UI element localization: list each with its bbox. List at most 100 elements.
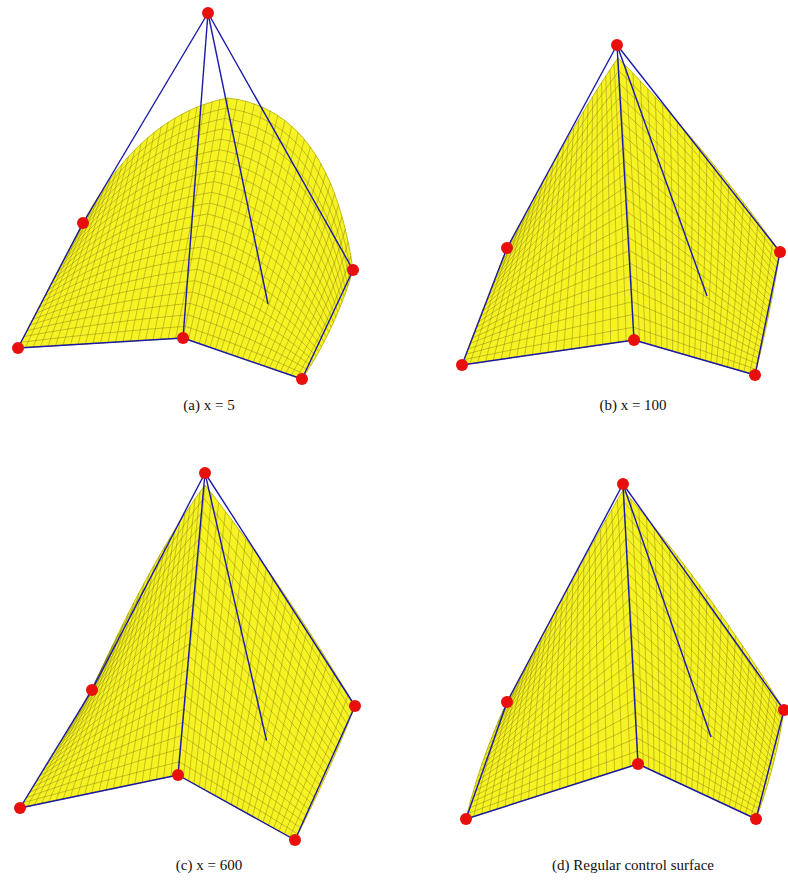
iso-line — [228, 98, 353, 270]
iso-line — [662, 536, 665, 776]
iso-line — [489, 586, 629, 744]
iso-line — [128, 538, 170, 785]
iso-line — [540, 145, 563, 353]
control-polygon-edge — [617, 45, 634, 340]
iso-line — [205, 485, 355, 706]
control-polygon-edge — [18, 338, 183, 348]
iso-line — [692, 585, 700, 789]
iso-line — [187, 683, 316, 799]
iso-line — [583, 559, 585, 781]
control-polygon-edge — [462, 248, 507, 365]
iso-line — [733, 212, 751, 368]
control-polygon-edge — [205, 473, 355, 706]
iso-line — [252, 618, 300, 816]
iso-line — [623, 135, 774, 286]
iso-line — [634, 340, 755, 375]
control-point — [77, 217, 89, 229]
iso-line — [193, 617, 329, 768]
iso-line — [724, 646, 743, 804]
iso-line — [624, 502, 783, 715]
iso-line — [470, 237, 513, 364]
iso-line — [63, 604, 195, 739]
iso-line — [472, 712, 636, 797]
iso-line — [223, 129, 348, 286]
iso-line — [498, 538, 627, 723]
control-point — [86, 684, 98, 696]
iso-line — [702, 605, 714, 794]
iso-line — [56, 630, 192, 750]
iso-line — [247, 608, 293, 813]
iso-line — [20, 690, 92, 808]
surface-patch — [462, 58, 634, 365]
control-nets — [12, 7, 788, 846]
iso-line — [302, 270, 353, 379]
surfaces — [18, 58, 784, 840]
iso-line — [571, 112, 583, 349]
iso-line — [751, 699, 778, 816]
iso-line — [237, 139, 304, 356]
control-point — [177, 332, 189, 344]
iso-line — [625, 526, 781, 725]
iso-line — [495, 135, 624, 279]
iso-line — [706, 165, 715, 360]
control-polygon-edge — [178, 473, 205, 775]
iso-line — [575, 569, 578, 784]
surface-patch — [623, 490, 784, 819]
iso-line — [89, 498, 204, 695]
iso-line — [626, 187, 770, 309]
iso-line — [669, 546, 671, 779]
iso-line — [595, 90, 597, 346]
control-polygon-edge — [462, 340, 634, 365]
control-polygon-edge — [466, 764, 638, 819]
iso-line — [626, 538, 781, 730]
iso-line — [53, 203, 210, 279]
iso-line — [63, 623, 123, 799]
iso-line — [631, 611, 775, 760]
iso-line — [284, 683, 341, 834]
iso-line — [48, 187, 105, 346]
iso-line — [63, 171, 116, 345]
iso-line — [80, 108, 226, 228]
iso-line — [483, 624, 631, 761]
iso-line — [728, 203, 744, 367]
iso-line — [606, 76, 611, 343]
iso-line — [210, 111, 270, 347]
iso-line — [188, 315, 308, 370]
iso-line — [149, 514, 185, 781]
iso-line — [627, 200, 769, 315]
iso-line — [295, 706, 355, 840]
surface-patch — [178, 485, 355, 840]
iso-line — [633, 661, 769, 779]
iso-line — [544, 608, 557, 794]
iso-line — [501, 97, 621, 264]
iso-line — [717, 184, 729, 364]
iso-line — [232, 133, 299, 355]
surface-patch — [20, 485, 205, 808]
iso-line — [579, 104, 588, 348]
control-polygon-edge — [183, 338, 302, 379]
iso-line — [711, 175, 722, 363]
iso-line — [43, 683, 187, 771]
iso-line — [297, 256, 351, 377]
iso-line — [502, 514, 624, 713]
iso-line — [625, 161, 772, 297]
iso-line — [505, 71, 619, 253]
control-point — [632, 758, 644, 770]
control-point — [12, 342, 24, 354]
control-polygon-edge — [634, 340, 755, 375]
iso-line — [226, 126, 291, 353]
iso-line — [568, 579, 573, 787]
control-point — [347, 264, 359, 276]
iso-line — [131, 118, 176, 341]
iso-line — [606, 520, 615, 772]
iso-line — [69, 577, 197, 728]
iso-line — [481, 636, 632, 766]
iso-line — [221, 558, 260, 798]
iso-line — [589, 549, 591, 779]
iso-line — [77, 118, 225, 234]
control-polygon-edge — [20, 690, 92, 808]
control-polygon-edge — [295, 706, 355, 840]
iso-line — [221, 139, 346, 291]
